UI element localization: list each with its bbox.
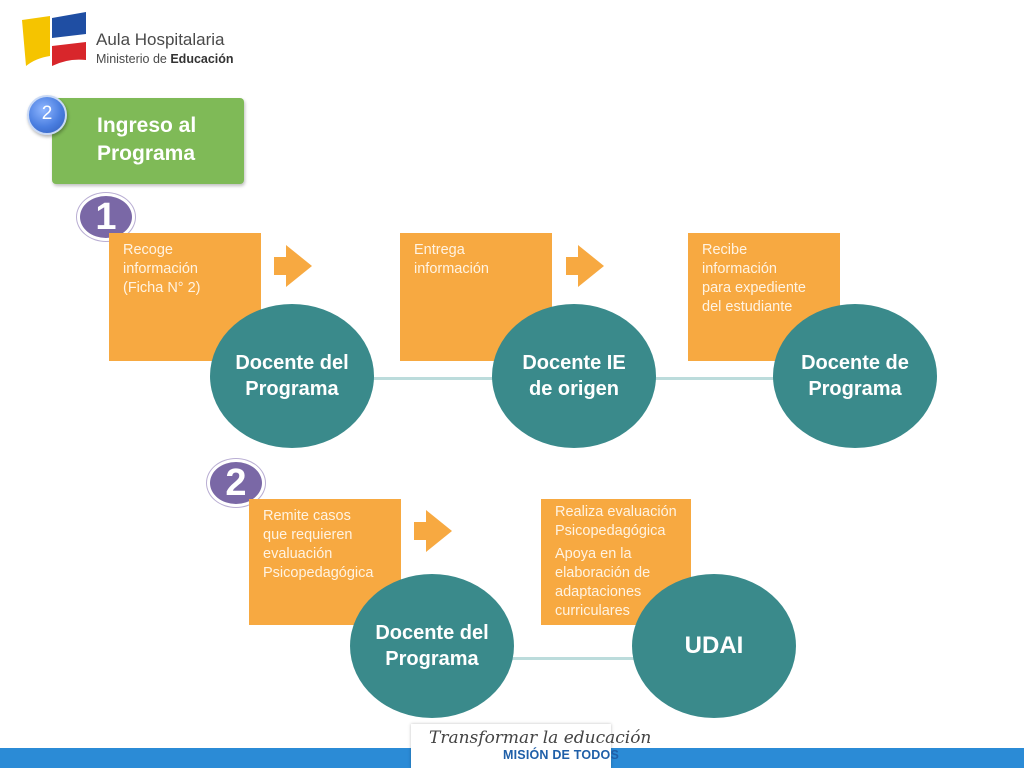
step-number-1: 1 — [77, 193, 135, 241]
footer-slogan: Transformar la educación MISIÓN DE TODOS — [411, 724, 651, 768]
arrow-right-icon — [414, 510, 452, 552]
connector-line — [655, 377, 775, 380]
flag-logo-icon — [22, 12, 86, 66]
arrow-right-icon — [274, 245, 312, 287]
logo-subtitle: Ministerio de Educación — [96, 52, 234, 66]
section-number-badge: 2 — [27, 95, 67, 135]
ministry-logo: Aula Hospitalaria Ministerio de Educació… — [22, 12, 252, 72]
logo-title: Aula Hospitalaria — [96, 30, 225, 49]
section-title-box: Ingreso al Programa — [52, 98, 244, 184]
info-card: Realiza evaluación Psicopedagógica Apoya… — [541, 499, 691, 625]
connector-line — [370, 377, 495, 380]
section-title: Ingreso al Programa — [97, 114, 197, 165]
role-node-udai: UDAI — [632, 574, 796, 718]
footer-slogan-line1: Transformar la educación — [429, 728, 652, 748]
arrow-right-icon — [566, 245, 604, 287]
connector-line — [512, 657, 634, 660]
footer-slogan-line2: MISIÓN DE TODOS — [503, 748, 619, 762]
